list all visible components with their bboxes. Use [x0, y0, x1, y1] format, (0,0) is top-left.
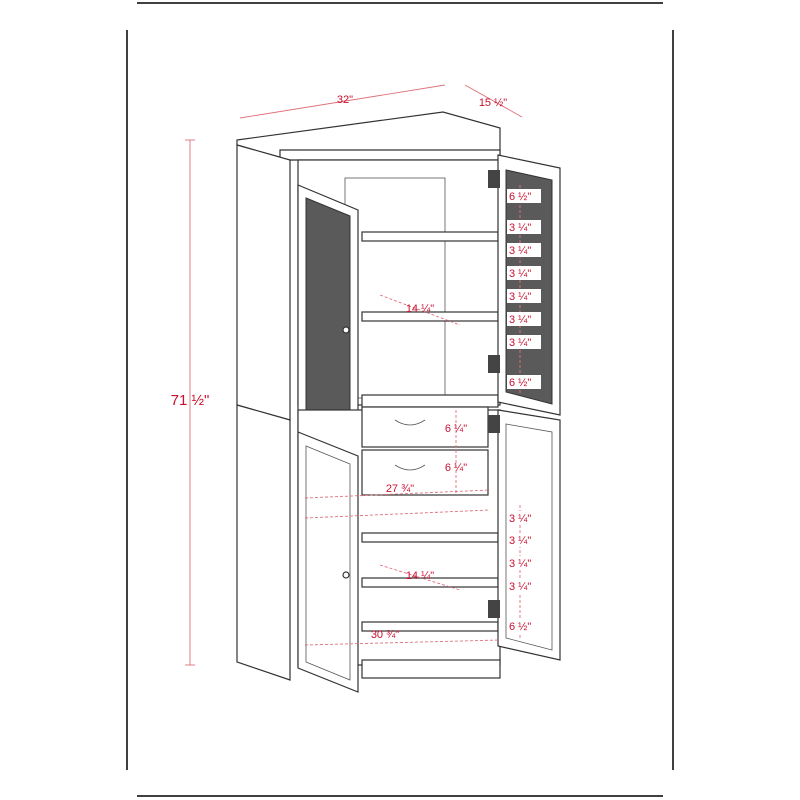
- drawer-2-label: 6 ¼": [445, 462, 467, 474]
- height-label: 71 ½": [171, 392, 210, 409]
- lower-door-spacing-label: 3 ¼": [509, 513, 531, 525]
- width-label: 32": [337, 94, 353, 106]
- upper-door-spacing-label-bg: [507, 189, 541, 203]
- upper-door-spacing-label: 6 ½": [509, 377, 531, 389]
- lower-door-spacing-label-bg: [507, 619, 541, 633]
- upper-door-spacing-label: 3 ¼": [509, 337, 531, 349]
- lower-door-spacing-label: 3 ¼": [509, 558, 531, 570]
- page-frame: [126, 2, 674, 797]
- lower-door-spacing-label-bg: [507, 579, 541, 593]
- lower-door-spacing-label-bg: [507, 511, 541, 525]
- upper-door-spacing-label: 3 ¼": [509, 268, 531, 280]
- upper-door-spacing-label-bg: [507, 312, 541, 326]
- upper-door-spacing-label: 3 ¼": [509, 291, 531, 303]
- upper-shelf-depth-label: 14 ¼": [406, 303, 434, 315]
- upper-door-spacing-label-bg: [507, 335, 541, 349]
- upper-door-spacing-label-bg: [507, 243, 541, 257]
- upper-door-spacing-label: 6 ½": [509, 191, 531, 203]
- upper-door-spacing-label-bg: [507, 289, 541, 303]
- upper-door-spacing-label-bg: [507, 220, 541, 234]
- drawer-1-label: 6 ¼": [445, 423, 467, 435]
- lower-door-spacing-label: 6 ½": [509, 621, 531, 633]
- upper-door-spacing-label-bg: [507, 375, 541, 389]
- interior-width-upper-label: 27 ¾": [386, 483, 414, 495]
- interior-width-lower-label: 30 ¾": [371, 629, 399, 641]
- upper-cabinet: [236, 111, 561, 451]
- lower-cabinet: [236, 404, 561, 693]
- upper-door-spacing-label: 3 ¼": [509, 314, 531, 326]
- upper-door-spacing-label: 3 ¼": [509, 245, 531, 257]
- lower-door-spacing-label: 3 ¼": [509, 535, 531, 547]
- lower-door-spacing-label: 3 ¼": [509, 581, 531, 593]
- depth-label: 15 ½": [479, 97, 507, 109]
- lower-door-spacing-label-bg: [507, 533, 541, 547]
- dimension-labels: 32" 15 ½" 71 ½" 14 ¼" 6 ¼" 6 ¼" 27 ¾" 14 ¼" 30 ¾…: [171, 94, 541, 641]
- upper-door-spacing-label: 3 ¼": [509, 222, 531, 234]
- upper-door-spacing-label-bg: [507, 266, 541, 280]
- lower-shelf-depth-label: 14 ¼": [406, 570, 434, 582]
- lower-door-spacing-label-bg: [507, 556, 541, 570]
